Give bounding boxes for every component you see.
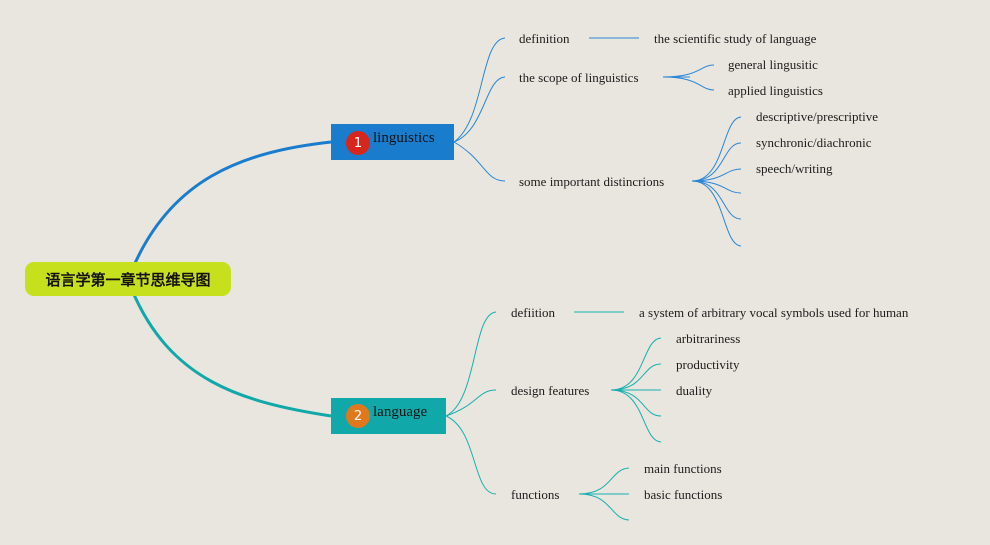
branch-label: language <box>373 404 428 420</box>
topic-functions[interactable]: functions <box>511 487 560 502</box>
leaf-main-functions[interactable]: main functions <box>644 461 722 476</box>
leaf-speech-writing[interactable]: speech/writing <box>756 161 833 176</box>
leaf-system-text[interactable]: a system of arbitrary vocal symbols used… <box>639 305 909 320</box>
leaf-descriptive-prescriptive[interactable]: descriptive/prescriptive <box>756 109 879 124</box>
leaf-general-linguistic[interactable]: general lingusitic <box>728 57 818 72</box>
number-badge: 2 <box>346 404 370 428</box>
branch-label: linguistics <box>373 130 435 146</box>
topic-design-features[interactable]: design features <box>511 383 590 398</box>
branch-linguistics[interactable]: 1 linguistics <box>331 124 454 160</box>
root-title: 语言学第一章节思维导图 <box>45 270 211 289</box>
leaf-synchronic-diachronic[interactable]: synchronic/diachronic <box>756 135 872 150</box>
leaf-definition-text[interactable]: the scientific study of language <box>654 31 817 46</box>
topic-scope[interactable]: the scope of linguistics <box>519 70 639 85</box>
leaf-applied-linguistics[interactable]: applied linguistics <box>728 83 823 98</box>
topic-definition[interactable]: definition <box>519 31 570 46</box>
topic-defiition[interactable]: defiition <box>511 305 556 320</box>
topic-distinctions[interactable]: some important distincrions <box>519 174 665 189</box>
number-badge: 1 <box>346 131 370 155</box>
root-node[interactable]: 语言学第一章节思维导图 <box>25 262 231 296</box>
leaf-arbitrariness[interactable]: arbitrariness <box>676 331 741 346</box>
leaf-duality[interactable]: duality <box>676 383 713 398</box>
branch-language[interactable]: 2 language <box>331 398 446 434</box>
leaf-basic-functions[interactable]: basic functions <box>644 487 723 502</box>
leaf-productivity[interactable]: productivity <box>676 357 740 372</box>
